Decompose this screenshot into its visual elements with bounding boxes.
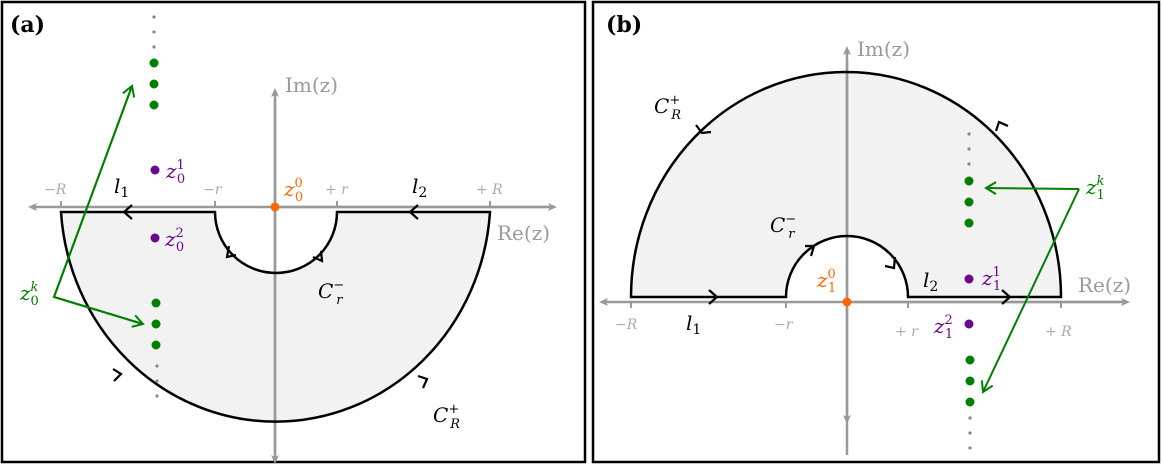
zeros-pointer-b-down: [980, 188, 1080, 394]
tick-plus-R-b: + R: [1045, 324, 1072, 340]
segment-l1-b: l1: [686, 311, 701, 338]
contour-path-b: [629, 70, 1063, 299]
contour-path-a: [59, 210, 492, 423]
ticks-b: [630, 302, 1062, 308]
ticks-a: [60, 201, 491, 207]
tick-plus-r-a: + r: [325, 182, 349, 198]
tick-minus-r-a: −r: [203, 182, 223, 198]
direction-arrows-b: [695, 120, 1012, 305]
ellipsis-a: [152, 15, 159, 398]
segment-l1-a: l1: [114, 174, 129, 201]
pole-2-a: [150, 233, 160, 243]
segment-l2-b: l2: [923, 268, 938, 295]
origin-point-b: [842, 297, 852, 307]
contour-small-label-a: C−r: [318, 278, 344, 308]
panel-a: (a) Im(z) Re(z) −R −r + r + R l1 l2 C−r …: [0, 0, 587, 464]
contour-large-label-a: C+R: [433, 402, 460, 432]
pole-2-b: [964, 319, 974, 329]
contour-small-label-b: C−r: [770, 212, 796, 242]
imag-axis-label-a: Im(z): [285, 73, 338, 97]
real-axis-label-a: Re(z): [497, 221, 550, 245]
panel-label-a: (a): [10, 12, 45, 38]
imag-axis-label-b: Im(z): [857, 37, 910, 61]
segment-l2-a: l2: [412, 174, 427, 201]
contour-large-label-b: C+R: [654, 93, 681, 123]
zero-points-b: [964, 176, 975, 407]
pole-1-b: [964, 274, 974, 284]
pole-1-a: [150, 165, 160, 175]
tick-minus-R-b: −R: [615, 317, 638, 333]
direction-arrows-a: [112, 204, 429, 389]
panel-label-b: (b): [606, 12, 642, 38]
zero-points-a: [149, 58, 161, 350]
tick-minus-R-a: −R: [44, 182, 67, 198]
zeros-pointer-b-up: [984, 181, 1080, 195]
tick-plus-R-a: + R: [476, 182, 503, 198]
real-axis-label-b: Re(z): [1078, 273, 1131, 297]
tick-plus-r-b: + r: [895, 324, 919, 340]
origin-point-a: [270, 202, 280, 212]
tick-minus-r-b: −r: [774, 317, 794, 333]
ellipsis-b: [967, 132, 972, 450]
panel-b: (b) Im(z) Re(z) −R −r + r + R l1 l2 C−r …: [591, 0, 1161, 464]
